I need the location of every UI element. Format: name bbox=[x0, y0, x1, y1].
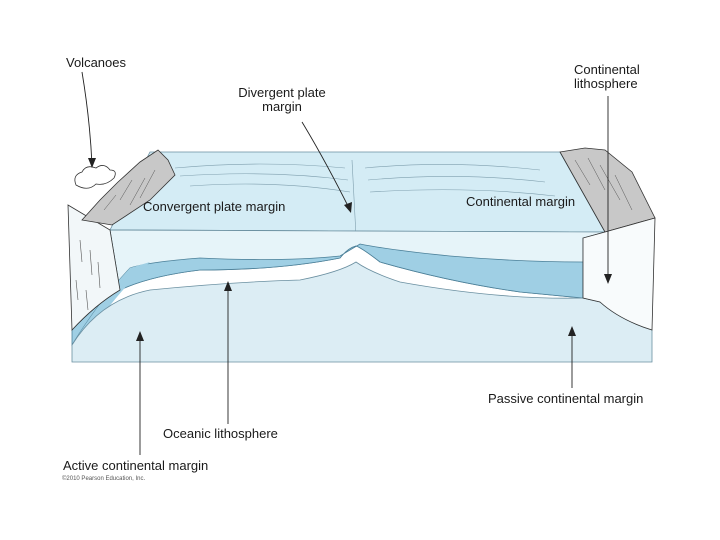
divergent-leader bbox=[301, 121, 351, 211]
continental-margin-label: Continental margin bbox=[466, 194, 576, 209]
active-continental-margin-label: Active continental margin bbox=[63, 458, 209, 473]
divergent-plate-margin-label: Divergent plate margin bbox=[228, 86, 336, 114]
passive-margin-continent-face bbox=[582, 217, 656, 331]
convergent-plate-margin-label: Convergent plate margin bbox=[143, 199, 286, 214]
continental-lith-line1: Continental bbox=[574, 62, 640, 77]
passive-continental-margin-label: Passive continental margin bbox=[488, 391, 644, 406]
continental-lithosphere-label: Continental lithosphere bbox=[574, 63, 640, 91]
volcanoes-leader bbox=[81, 71, 93, 166]
divergent-label-line2: margin bbox=[262, 99, 302, 114]
leader-arrowheads bbox=[88, 158, 612, 341]
oceanic-lithosphere-label: Oceanic lithosphere bbox=[163, 426, 278, 441]
leader-lines bbox=[81, 71, 609, 455]
volcanic-mountains bbox=[81, 149, 176, 226]
volcanoes-label: Volcanoes bbox=[66, 55, 126, 70]
active-margin-texture bbox=[75, 239, 101, 311]
volcano-plume bbox=[74, 165, 116, 189]
active-margin-continent-face bbox=[67, 204, 121, 331]
continental-lith-line2: lithosphere bbox=[574, 76, 638, 91]
copyright-text: ©2010 Pearson Education, Inc. bbox=[62, 476, 146, 482]
divergent-label-line1: Divergent plate bbox=[238, 85, 326, 100]
ocean-surface bbox=[109, 151, 606, 233]
